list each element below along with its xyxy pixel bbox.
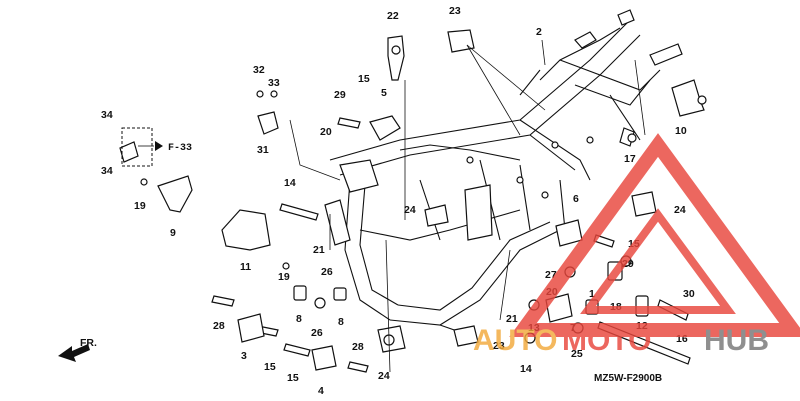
front-arrow-icon <box>58 344 90 362</box>
leader-lines <box>138 39 646 373</box>
callout: 6 <box>573 193 579 205</box>
callout: 4 <box>318 385 324 397</box>
callout: 8 <box>296 313 302 325</box>
callout: 3 <box>241 350 247 362</box>
callout: 33 <box>268 77 280 89</box>
frame-body <box>324 9 683 341</box>
callout: 5 <box>381 87 387 99</box>
diagram-code: MZ5W-F2900B <box>594 373 662 384</box>
callout: 26 <box>321 266 333 278</box>
callout: 25 <box>571 348 583 360</box>
callout: 23 <box>493 340 505 352</box>
callout: 1 <box>589 288 595 300</box>
callout: 17 <box>624 153 636 165</box>
callout: 23 <box>449 5 461 17</box>
callout: 28 <box>352 341 364 353</box>
callout: 34 <box>101 165 113 177</box>
callout: 21 <box>506 313 518 325</box>
callout: 16 <box>676 333 688 345</box>
callout: 31 <box>257 144 269 156</box>
ref-arrow-icon <box>155 141 163 151</box>
callout: 11 <box>240 261 251 273</box>
front-marker: FR. <box>80 337 97 349</box>
callout: 29 <box>622 258 634 270</box>
reference-label: F-33 <box>168 143 192 154</box>
callout: 34 <box>101 109 113 121</box>
watermark-text-moto: MOTO <box>562 324 651 357</box>
callout: 14 <box>520 363 532 375</box>
callout: 28 <box>213 320 225 332</box>
callout: 20 <box>320 126 332 138</box>
callout: 29 <box>334 89 346 101</box>
callout: 32 <box>253 64 265 76</box>
callout: 15 <box>287 372 299 384</box>
callout: 19 <box>278 271 290 283</box>
callout: 30 <box>683 288 695 300</box>
callout: 8 <box>338 316 344 328</box>
callout: 10 <box>675 125 687 137</box>
watermark-logo: AUTO MOTO HUB <box>473 133 800 357</box>
callout: 24 <box>378 370 390 382</box>
callout: 26 <box>311 327 323 339</box>
small-parts <box>119 29 707 373</box>
callout: 22 <box>387 10 399 22</box>
callout: 19 <box>134 200 146 212</box>
watermark-text-hub: HUB <box>704 324 769 357</box>
callout: 24 <box>674 204 686 216</box>
callout: 21 <box>313 244 325 256</box>
callout: 24 <box>404 204 416 216</box>
callout: 2 <box>536 26 542 38</box>
callout: 15 <box>358 73 370 85</box>
callout: 27 <box>545 269 557 281</box>
callout: 9 <box>170 227 176 239</box>
watermark-text-auto: AUTO <box>473 324 557 357</box>
watermark-triangle-icon <box>509 133 800 337</box>
callout: 15 <box>264 361 276 373</box>
callout: 14 <box>284 177 296 189</box>
